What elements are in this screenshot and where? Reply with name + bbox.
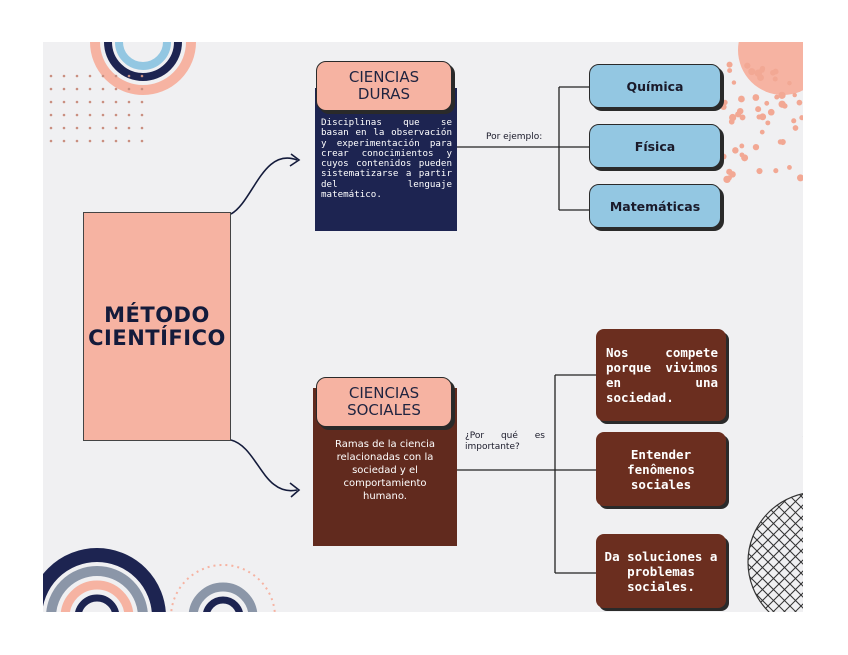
sociales-item-label: Da soluciones a problemas sociales. (604, 548, 718, 594)
arrow-to-sociales (230, 439, 298, 492)
decorative-background (43, 42, 803, 612)
connector-lines (230, 86, 596, 574)
duras-connector (457, 86, 589, 211)
peach-circle-decoration (738, 42, 803, 95)
dot-pattern-right (720, 61, 803, 184)
duras-title-box: CIENCIAS DURAS (316, 61, 452, 111)
sociales-item-label: Entender fenômenos sociales (627, 446, 695, 492)
duras-description-box: Disciplinas que se basan en la observaci… (315, 88, 457, 231)
sociales-item-fenomenos: Entender fenômenos sociales (596, 432, 726, 506)
rainbow-decoration-bottom (43, 548, 276, 612)
sociales-title-box: CIENCIAS SOCIALES (316, 377, 452, 427)
sociales-description: Ramas de la ciencia relacionadas con la … (334, 439, 436, 502)
duras-item-matematicas: Matemáticas (589, 184, 721, 228)
duras-item-fisica: Física (589, 124, 721, 168)
duras-title: CIENCIAS DURAS (348, 68, 420, 103)
sociales-connector-label: ¿Por qué es importante? (465, 431, 545, 452)
dot-pattern-left (49, 74, 144, 143)
main-title: MÉTODO CIENTÍFICO (88, 302, 226, 350)
duras-item-label: Matemáticas (609, 198, 701, 214)
sociales-title: CIENCIAS SOCIALES (347, 384, 421, 419)
main-topic-box: MÉTODO CIENTÍFICO (83, 212, 231, 441)
rainbow-decoration-top (90, 42, 196, 95)
mind-map-canvas: MÉTODO CIENTÍFICO Disciplinas que se bas… (43, 42, 803, 612)
arrow-to-duras (230, 157, 298, 215)
sociales-item-soluciones: Da soluciones a problemas sociales. (596, 534, 726, 608)
duras-description: Disciplinas que se basan en la observaci… (321, 117, 452, 201)
duras-connector-label: Por ejemplo: (486, 132, 543, 142)
sociales-item-compete: Nos compete porque vivimos en una socied… (596, 329, 726, 421)
sociales-item-label: Nos compete porque vivimos en una socied… (606, 345, 718, 405)
sociales-connector (457, 374, 596, 574)
duras-item-quimica: Química (589, 64, 721, 108)
grid-circle-decoration (747, 436, 803, 612)
duras-item-label: Física (634, 138, 676, 154)
duras-item-label: Química (626, 78, 684, 94)
